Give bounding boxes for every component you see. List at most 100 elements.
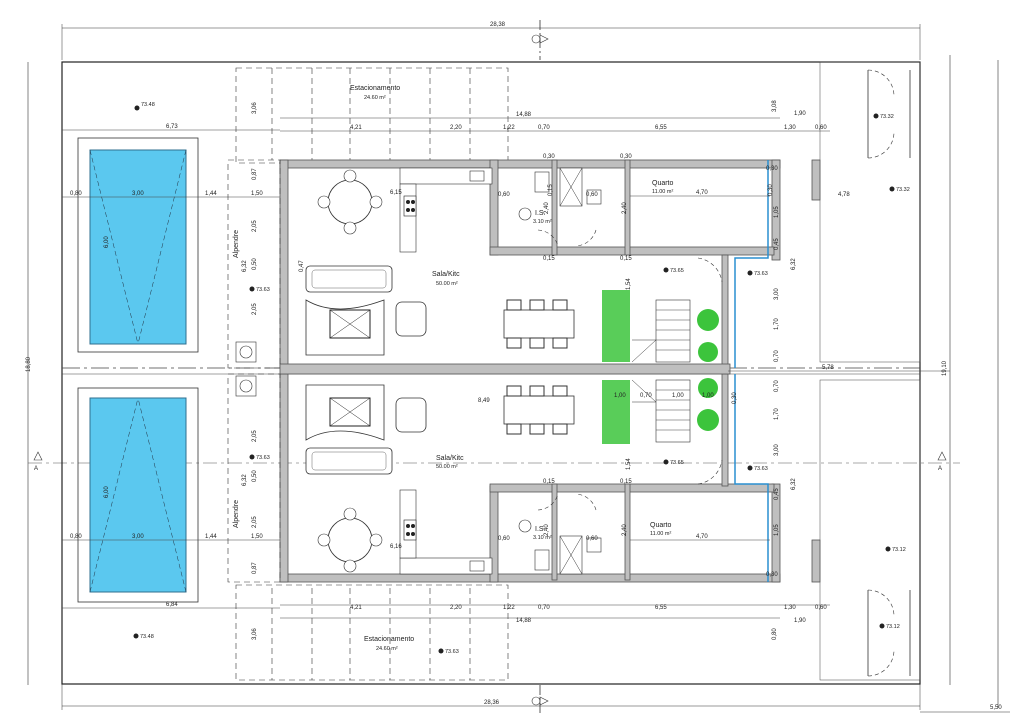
dining-table-round-top (317, 169, 383, 235)
room-label-is-bottom: I.S. (535, 526, 546, 533)
level-stair-top: 73.65 (670, 268, 684, 274)
dining-table-rect-bottom (503, 385, 575, 435)
dim-pool-width-bottom: 6,84 (166, 602, 178, 608)
dim-is-top-c: 0,15 (543, 256, 555, 262)
level-glass-bottom: 73.63 (754, 466, 768, 472)
dim-bot-total: 14,88 (516, 618, 532, 624)
dim-overall-top: 28,38 (490, 22, 506, 28)
parking-bottom (235, 584, 509, 681)
section-marker-top (531, 20, 549, 60)
dim-center-h: 8,49 (478, 398, 490, 404)
level-parking-bottom: 73.63 (445, 649, 459, 655)
dim-bot-right: 1,90 (794, 618, 806, 624)
dim-pool-len-bottom: 6,00 (104, 486, 110, 498)
dim-right-gap-top: 4,78 (838, 192, 850, 198)
dim-right-height: 19,10 (942, 360, 948, 376)
dim-right-k: 0,45 (774, 488, 780, 500)
dim-alp-i: 3,06 (252, 102, 258, 114)
staircase-bottom (631, 379, 691, 443)
dim-bot-1: 2,20 (450, 605, 462, 611)
dim-pool-w-bottom: 3,00 (132, 534, 144, 540)
dim-is-bot-d: 0,60 (586, 536, 598, 542)
dining-table-rect-top (503, 299, 575, 349)
dim-alpendre-w-bottom: 1,50 (251, 534, 263, 540)
pool-top (77, 137, 199, 353)
dim-is-bot-b: 0,15 (620, 479, 632, 485)
dim-top-total: 14,88 (516, 112, 532, 118)
room-label-is-top: I.S. (535, 210, 546, 217)
room-area-quarto-bottom: 11.00 m² (650, 531, 671, 537)
sofa-top (305, 265, 427, 356)
dim-is-bot-a: 0,15 (543, 479, 555, 485)
level-right-a: 73.32 (880, 114, 894, 120)
dim-alp-b: 2,05 (252, 303, 258, 315)
dim-right-j: 3,00 (774, 444, 780, 456)
room-label-sala-bottom: Sala/Kitc (436, 455, 464, 462)
dim-overall-bottom: 28,36 (484, 700, 500, 706)
dim-right-e: 0,30 (768, 184, 774, 196)
dim-is-top-f: 0,60 (586, 192, 598, 198)
dim-right-f: 6,32 (791, 258, 797, 270)
level-right-d: 73.12 (886, 624, 900, 630)
dim-stair-a: 0,70 (640, 393, 652, 399)
dim-right-a: 3,00 (774, 288, 780, 300)
house-walls (279, 159, 821, 583)
dim-pool-side-l-top: 0,80 (70, 191, 82, 197)
alpendre-bottom (227, 373, 281, 583)
dim-top-right: 1,90 (794, 111, 806, 117)
level-pool-top: 73.48 (141, 102, 155, 108)
pool-bottom (77, 387, 199, 603)
section-marker-bottom (531, 685, 549, 715)
plants-bottom (602, 378, 719, 444)
dim-is-top-e: 0,60 (498, 192, 510, 198)
dim-bot-2: 1,22 (503, 605, 515, 611)
room-label-estacionamento-bottom: Estacionamento (364, 636, 414, 643)
bathroom-top (518, 167, 602, 221)
section-label-right: A (938, 466, 942, 472)
dim-top-2: 1,22 (503, 125, 515, 131)
dim-right-o: 0,30 (766, 572, 778, 578)
dim-alp-a: 2,05 (252, 220, 258, 232)
dim-left-height: 18,80 (26, 356, 32, 372)
room-area-is-top: 3.10 m² (533, 219, 552, 225)
gate-doors-top (867, 69, 911, 159)
dim-right-i: 0,70 (774, 380, 780, 392)
section-marker-right: A (937, 451, 947, 472)
dim-right-c: 0,45 (774, 238, 780, 250)
dim-top-1: 2,20 (450, 125, 462, 131)
lot-boundary (61, 61, 921, 685)
door-swing-bottom (697, 459, 723, 485)
dim-quarto-h-bottom: 2,40 (622, 524, 628, 536)
alpendre-top (227, 159, 281, 369)
dim-alp-e: 0,50 (252, 258, 258, 270)
dim-alp-h: 0,87 (252, 562, 258, 574)
level-markers (133, 105, 895, 654)
dim-stair-c: 1,00 (672, 393, 684, 399)
dim-is-top-d: 0,15 (620, 256, 632, 262)
section-marker-left: A (33, 451, 43, 472)
dim-sala-w-bottom: 6,16 (390, 544, 402, 550)
dim-pool-w-top: 3,00 (132, 191, 144, 197)
dim-alp-g: 0,87 (252, 168, 258, 180)
dim-top-7: 0,60 (815, 125, 827, 131)
dim-top-0: 4,21 (350, 125, 362, 131)
room-label-estacionamento-top: Estacionamento (350, 85, 400, 92)
dim-alp-j: 3,06 (252, 628, 258, 640)
glass-wall-bottom (734, 374, 769, 582)
dim-stair-b: 1,00 (614, 393, 626, 399)
dim-alpendre-h-top: 6,32 (242, 260, 248, 272)
dim-bot-4: 6,55 (655, 605, 667, 611)
dim-stair-w-top: 1,70 (774, 318, 780, 330)
dim-quarto-h-top: 2,40 (622, 202, 628, 214)
dim-top-3: 0,70 (538, 125, 550, 131)
level-pool-bottom: 73.48 (140, 634, 154, 640)
dim-right-m: 6,32 (791, 478, 797, 490)
glass-wall-top (734, 160, 769, 368)
door-swing-top (697, 257, 723, 283)
room-area-sala-bottom: 50.00 m² (436, 464, 458, 470)
dim-right-b: 0,70 (774, 350, 780, 362)
level-stair-bottom: 73.65 (670, 460, 684, 466)
dim-right-l: 1,05 (774, 524, 780, 536)
dim-quarto-w-bottom: 4,70 (696, 534, 708, 540)
